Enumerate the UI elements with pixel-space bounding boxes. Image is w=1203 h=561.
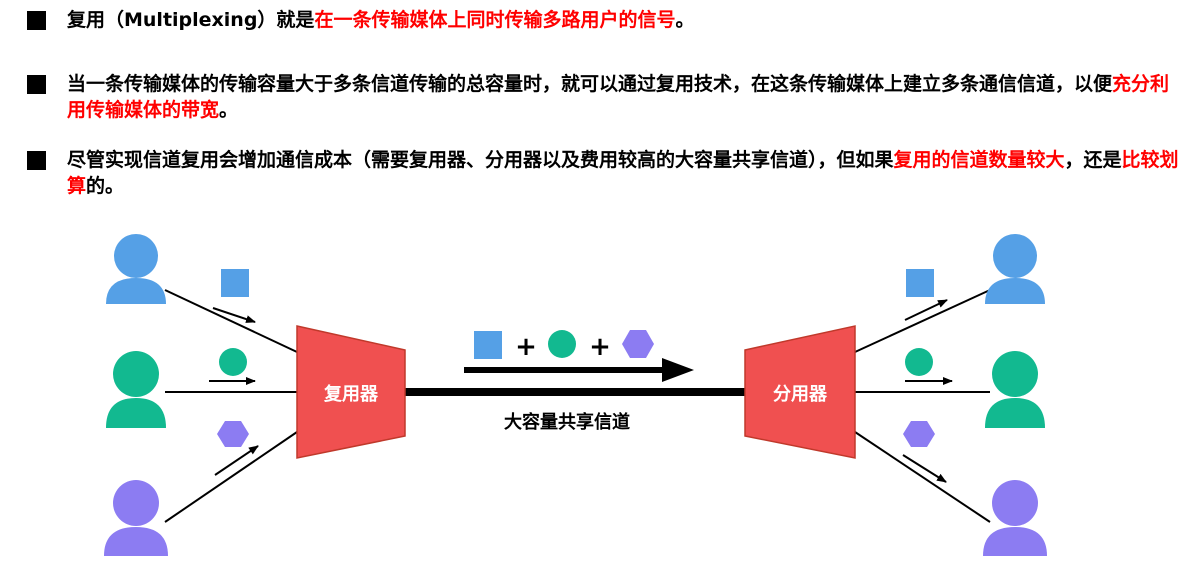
highlight-text: 在一条传输媒体上同时传输多路用户的信号	[314, 9, 676, 31]
bullet-3-text: 尽管实现信道复用会增加通信成本（需要复用器、分用器以及费用较高的大容量共享信道）…	[67, 147, 1187, 199]
hexagon-icon	[622, 330, 654, 358]
bullet-2-text: 当一条传输媒体的传输容量大于多条信道传输的总容量时，就可以通过复用技术，在这条传…	[67, 71, 1187, 123]
text-segment: 的。	[86, 175, 125, 197]
arrow-icon	[212, 307, 256, 323]
text-segment: 尽管实现信道复用会增加通信成本（需要复用器、分用器以及费用较高的大容量共享信道）…	[67, 149, 894, 171]
bullet-1: 复用（Multiplexing）就是在一条传输媒体上同时传输多路用户的信号。	[27, 7, 1187, 33]
multiplexer-label: 复用器	[323, 383, 379, 405]
square-icon	[474, 331, 502, 359]
combined-arrowhead-icon	[662, 358, 694, 382]
multiplexer-device	[296, 325, 406, 459]
channel-label: 大容量共享信道	[504, 411, 630, 433]
arrow-icon	[214, 445, 259, 476]
link-line	[164, 289, 298, 353]
text-segment: 。	[675, 9, 695, 31]
link-line	[854, 431, 991, 523]
link-line	[164, 431, 298, 523]
user-icon	[106, 234, 166, 304]
highlight-text: 比较划算	[67, 149, 1179, 197]
demultiplexer-label: 分用器	[773, 384, 828, 405]
demultiplexer-device	[744, 325, 856, 459]
hexagon-icon	[903, 421, 935, 447]
circle-icon	[905, 348, 933, 376]
user-icon	[983, 480, 1047, 556]
plus-sign: +	[515, 332, 537, 362]
hexagon-icon	[217, 421, 249, 447]
bullet-square-icon	[27, 75, 46, 94]
arrow-icon	[904, 299, 948, 321]
user-icon	[985, 234, 1045, 304]
bullet-3: 尽管实现信道复用会增加通信成本（需要复用器、分用器以及费用较高的大容量共享信道）…	[27, 147, 1187, 199]
plus-sign: +	[589, 332, 611, 362]
arrow-icon	[902, 454, 947, 483]
bullet-2: 当一条传输媒体的传输容量大于多条信道传输的总容量时，就可以通过复用技术，在这条传…	[27, 71, 1187, 123]
text-segment: 复用（Multiplexing）就是	[67, 9, 315, 31]
square-icon	[221, 269, 249, 297]
highlight-text: 复用的信道数量较大	[893, 149, 1065, 171]
bullet-1-text: 复用（Multiplexing）就是在一条传输媒体上同时传输多路用户的信号。	[67, 7, 1187, 33]
user-icon	[106, 351, 166, 428]
highlight-text: 充分利用传输媒体的带宽	[67, 73, 1170, 121]
text-segment: 当一条传输媒体的传输容量大于多条信道传输的总容量时，就可以通过复用技术，在这条传…	[67, 73, 1113, 95]
text-segment: ，还是	[1064, 149, 1122, 171]
square-icon	[906, 269, 934, 297]
text-segment: 。	[219, 99, 239, 121]
user-icon	[985, 351, 1045, 428]
bullet-square-icon	[27, 151, 46, 170]
circle-icon	[548, 330, 576, 358]
circle-icon	[219, 348, 247, 376]
user-icon	[104, 480, 168, 556]
link-line	[854, 289, 991, 353]
bullet-square-icon	[27, 11, 46, 30]
